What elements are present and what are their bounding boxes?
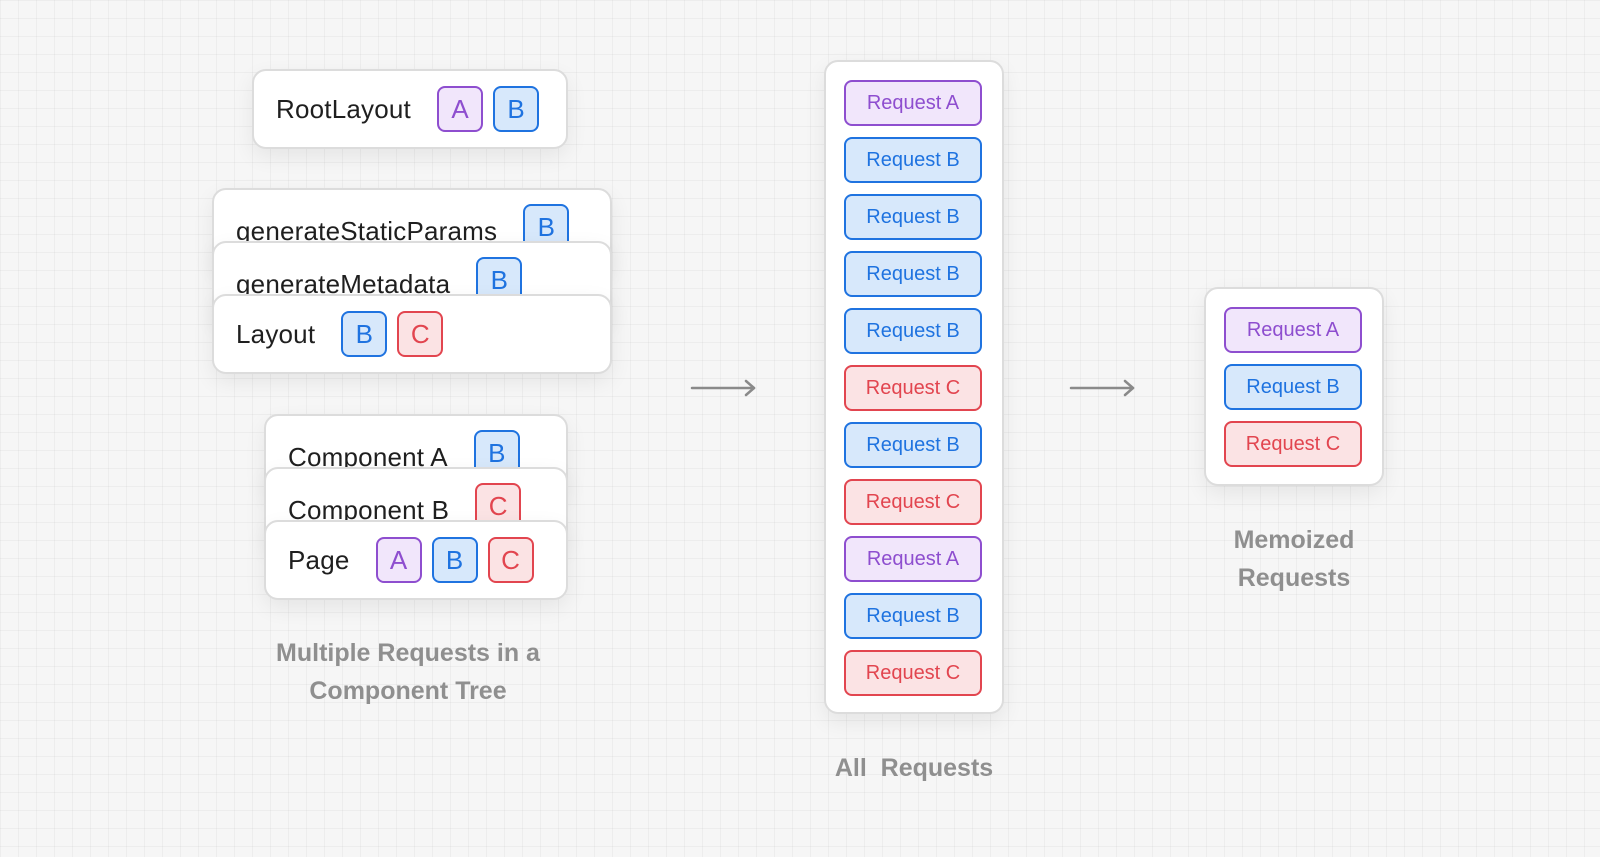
request-c-item: Request C [1224,421,1362,467]
root-layout-card: RootLayout A B [252,69,568,149]
root-layout-label: RootLayout [276,93,411,124]
request-b-badge: B [431,537,478,583]
request-b-item: Request B [1224,364,1362,410]
layout-label: Layout [236,318,316,349]
request-a-badge: A [375,537,422,583]
request-b-item: Request B [844,251,982,297]
request-b-item: Request B [844,593,982,639]
request-b-item: Request B [844,137,982,183]
memoized-requests-caption: Memoized Requests [1184,521,1404,597]
request-a-badge: A [436,86,483,132]
request-c-badge: C [487,537,534,583]
memoized-requests-list: Request A Request B Request C [1204,287,1384,486]
request-a-item: Request A [844,80,982,126]
request-b-item: Request B [844,422,982,468]
request-b-badge: B [492,86,539,132]
caption-line: All Requests [834,754,994,782]
request-b-badge: B [341,311,388,357]
request-c-item: Request C [844,479,982,525]
page-label: Page [288,544,350,575]
request-a-item: Request A [1224,307,1362,353]
all-requests-list: Request A Request B Request B Request B Requ… [824,60,1004,714]
arrow-right-icon [1069,379,1135,397]
caption-line: Multiple Requests in a [276,639,540,667]
request-b-item: Request B [844,308,982,354]
caption-line: Requests [1237,564,1351,592]
layout-card: Layout B C [212,294,612,374]
arrow-right-icon [690,379,756,397]
request-c-badge: C [397,311,444,357]
request-b-item: Request B [844,194,982,240]
caption-line: Memoized [1233,526,1355,554]
component-tree-caption: Multiple Requests in a Component Tree [230,634,586,710]
all-requests-caption: All Requests [794,749,1034,787]
page-card: Page A B C [264,520,568,600]
request-c-item: Request C [844,650,982,696]
request-a-item: Request A [844,536,982,582]
request-c-item: Request C [844,365,982,411]
caption-line: Component Tree [309,677,507,705]
